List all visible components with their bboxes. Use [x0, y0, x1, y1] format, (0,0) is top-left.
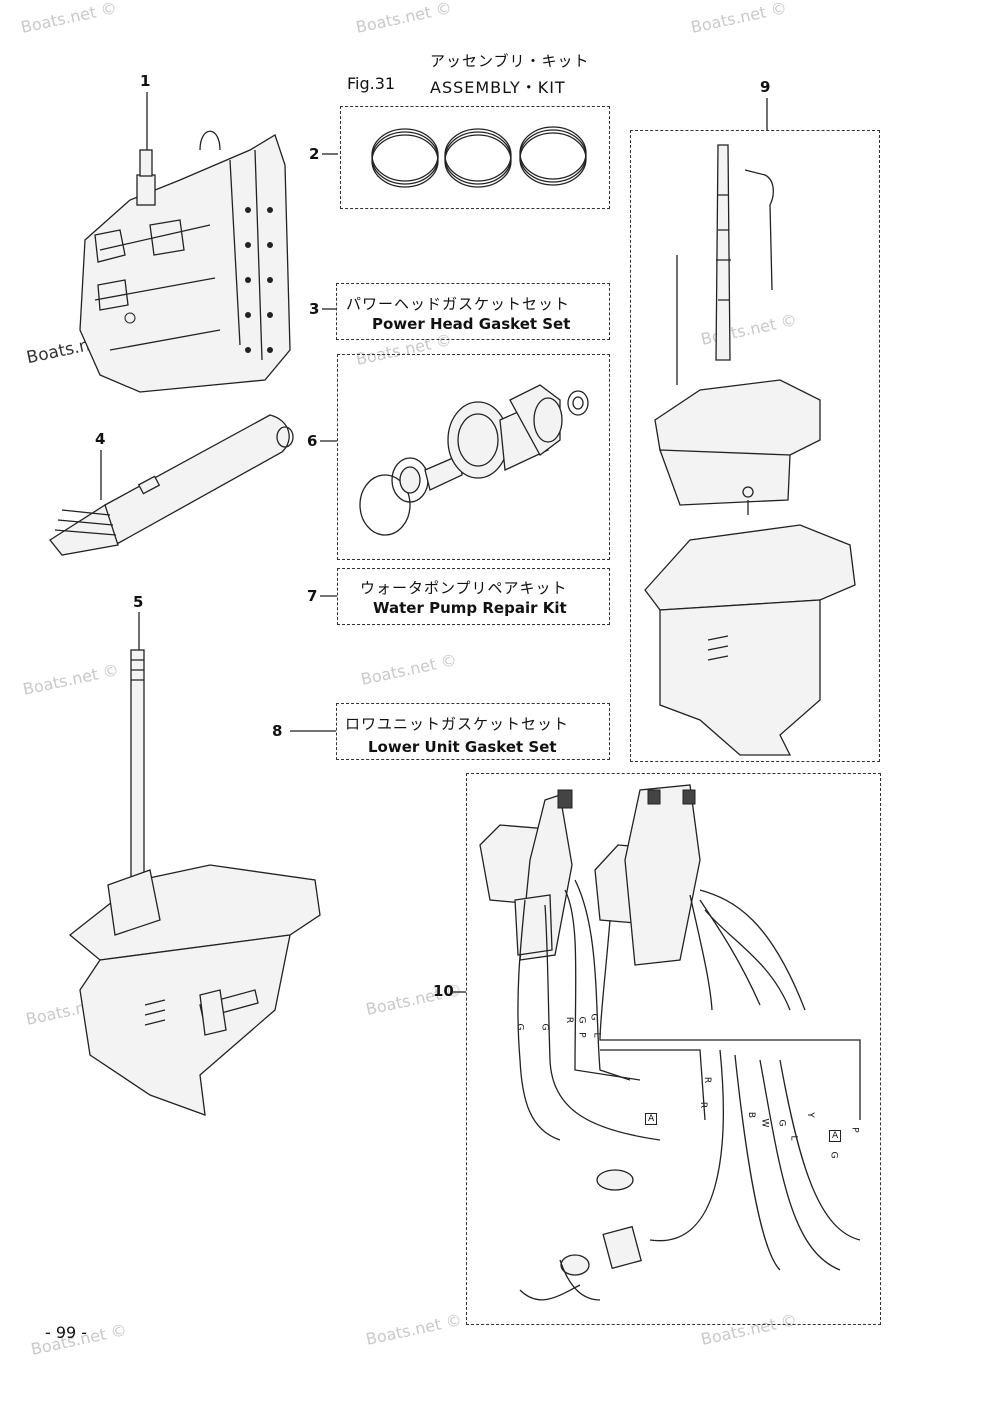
kit-box-10	[466, 773, 881, 1325]
kit-7-name-jp: ウォータポンプリペアキット	[360, 579, 568, 597]
callout-4: 4	[95, 430, 106, 448]
remote-control-illustration	[479, 784, 861, 1301]
power-head-illustration	[79, 130, 291, 393]
kit-box-6	[337, 354, 610, 560]
drive-shaft-illustration	[49, 414, 294, 556]
kit-8-name-en: Lower Unit Gasket Set	[368, 738, 557, 756]
callout-7: 7	[307, 587, 318, 605]
callout-5: 5	[133, 593, 144, 611]
piston-rings-illustration	[371, 126, 587, 188]
kit-3-name-jp: パワーヘッドガスケットセット	[346, 295, 571, 313]
title-jp: アッセンブリ・キット	[430, 52, 590, 70]
kit-box-9	[630, 130, 880, 762]
kit-box-2	[340, 106, 610, 209]
kit-box-7	[337, 568, 610, 625]
leader-lines	[100, 92, 768, 993]
fig-label: Fig.31	[347, 74, 396, 93]
wire-label: A	[645, 1113, 658, 1125]
lower-unit-illustration	[68, 649, 321, 1116]
kit-3-name-en: Power Head Gasket Set	[372, 315, 571, 333]
callout-6: 6	[307, 432, 318, 450]
lower-unit-kit-illustration	[644, 144, 856, 756]
kit-box-3	[336, 283, 610, 340]
page-number: - 99 -	[45, 1323, 88, 1342]
callout-10: 10	[433, 982, 454, 1000]
callout-8: 8	[272, 722, 283, 740]
kit-box-8	[336, 703, 610, 760]
callout-9: 9	[760, 78, 771, 96]
water-pump-illustration	[359, 384, 589, 536]
callout-3: 3	[309, 300, 320, 318]
callout-1: 1	[140, 72, 151, 90]
wire-label: A	[829, 1130, 842, 1142]
kit-7-name-en: Water Pump Repair Kit	[373, 599, 567, 617]
kit-8-name-jp: ロワユニットガスケットセット	[345, 715, 570, 733]
title-en: ASSEMBLY・KIT	[430, 78, 566, 97]
callout-2: 2	[309, 145, 320, 163]
